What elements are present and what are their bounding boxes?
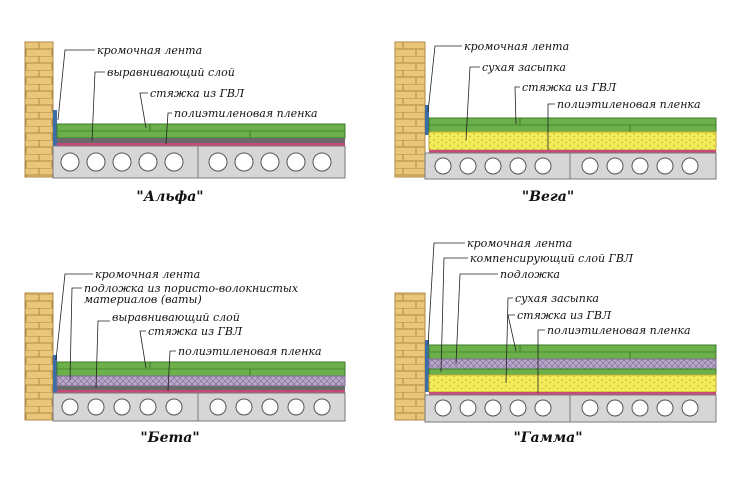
label-edge-tape: кромочная лента — [97, 44, 202, 57]
polyethylene-film — [57, 143, 345, 146]
brick-wall — [394, 292, 426, 421]
edge-tape — [53, 110, 57, 150]
label-gvl-screed: стяжка из ГВЛ — [517, 309, 612, 322]
edge-tape — [425, 340, 429, 392]
label-edge-tape: кромочная лента — [467, 237, 572, 250]
label-polyethylene-film: полиэтиленовая пленка — [174, 107, 318, 120]
label-edge-tape: кромочная лента — [464, 40, 569, 53]
caption-vega: "Вега" — [522, 189, 574, 205]
label-polyethylene-film: полиэтиленовая пленка — [178, 345, 322, 358]
leveling-layer — [57, 138, 345, 143]
polyethylene-film — [57, 390, 345, 393]
edge-tape — [53, 355, 57, 393]
label-gvl-screed: стяжка из ГВЛ — [148, 325, 243, 338]
label-wool-underlay-line2: материалов (ваты) — [84, 293, 202, 306]
label-polyethylene-film: полиэтиленовая пленка — [547, 324, 691, 337]
label-edge-tape: кромочная лента — [95, 268, 200, 281]
polyethylene-film — [429, 150, 716, 153]
label-gvl-screed: стяжка из ГВЛ — [522, 81, 617, 94]
label-leveling-layer: выравнивающий слой — [112, 311, 240, 324]
label-polyethylene-film: полиэтиленовая пленка — [557, 98, 701, 111]
label-gvl-screed: стяжка из ГВЛ — [150, 87, 245, 100]
brick-wall — [394, 41, 426, 178]
label-dry-fill: сухая засыпка — [482, 61, 566, 74]
diagram-alfa: кромочная лента выравнивающий слой стяжк… — [24, 41, 346, 205]
compensating-gvl-layer — [428, 368, 717, 376]
label-wool-underlay-line1: подложка из пористо-волокнистых — [84, 282, 299, 295]
wool-underlay — [56, 375, 346, 387]
caption-beta: "Бета" — [140, 430, 199, 446]
diagram-beta: кромочная лента подложка из пористо-воло… — [24, 268, 346, 446]
diagram-gamma: кромочная лента компенсирующий слой ГВЛ … — [394, 237, 717, 446]
brick-wall — [24, 292, 54, 421]
label-dry-fill: сухая засыпка — [515, 292, 599, 305]
label-compensating-gvl: компенсирующий слой ГВЛ — [470, 252, 634, 265]
leveling-layer — [57, 386, 345, 390]
diagram-vega: кромочная лента сухая засыпка стяжка из … — [394, 40, 717, 205]
caption-alfa: "Альфа" — [136, 189, 203, 205]
brick-wall — [24, 41, 54, 178]
caption-gamma: "Гамма" — [513, 430, 582, 446]
underlay-layer — [428, 358, 717, 370]
edge-tape — [425, 105, 429, 135]
label-underlay: подложка — [500, 268, 560, 281]
dry-fill-layer — [428, 374, 717, 393]
label-leveling-layer: выравнивающий слой — [107, 66, 235, 79]
dry-fill-layer — [428, 131, 717, 151]
polyethylene-film — [429, 392, 716, 395]
